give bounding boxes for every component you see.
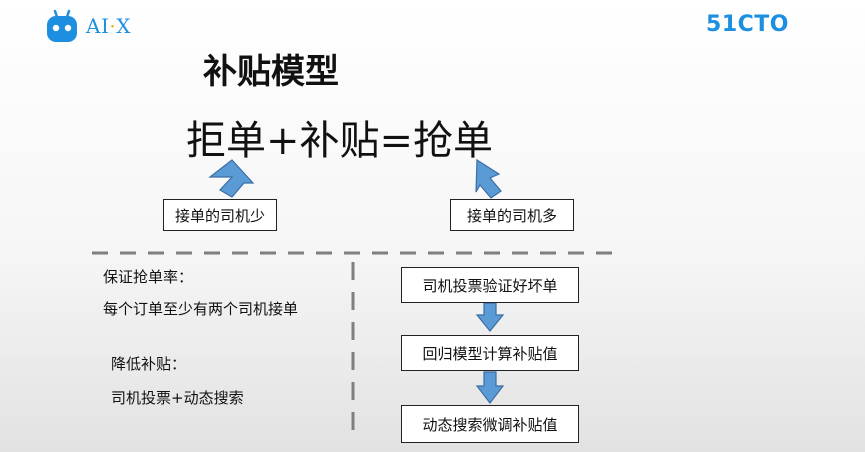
flow-step-tune: 动态搜索微调补贴值 [401, 405, 579, 443]
flow-step-regression: 回归模型计算补贴值 [401, 335, 579, 371]
text-min-two-drivers: 每个订单至少有两个司机接单 [103, 300, 299, 318]
heading-guarantee-rate: 保证抢单率： [103, 268, 194, 286]
down-arrow-icon [475, 302, 505, 332]
51cto-logo: 51CTO [706, 12, 789, 37]
down-arrow-icon [475, 371, 505, 404]
box-more-drivers: 接单的司机多 [450, 199, 574, 231]
ai-x-logo: AI·X [44, 8, 131, 44]
slide-title: 补贴模型 [203, 52, 339, 92]
up-arrow-icon [475, 158, 502, 199]
heading-reduce-subsidy: 降低补贴： [111, 355, 187, 373]
text-vote-dynamic-search: 司机投票+动态搜索 [111, 389, 244, 407]
flow-step-vote: 司机投票验证好坏单 [401, 267, 579, 303]
formula-text: 拒单+补贴=抢单 [186, 118, 494, 164]
up-arrow-icon [208, 159, 255, 198]
robot-icon [47, 9, 77, 42]
box-fewer-drivers: 接单的司机少 [163, 199, 277, 231]
ai-x-logo-text: AI·X [86, 14, 131, 38]
